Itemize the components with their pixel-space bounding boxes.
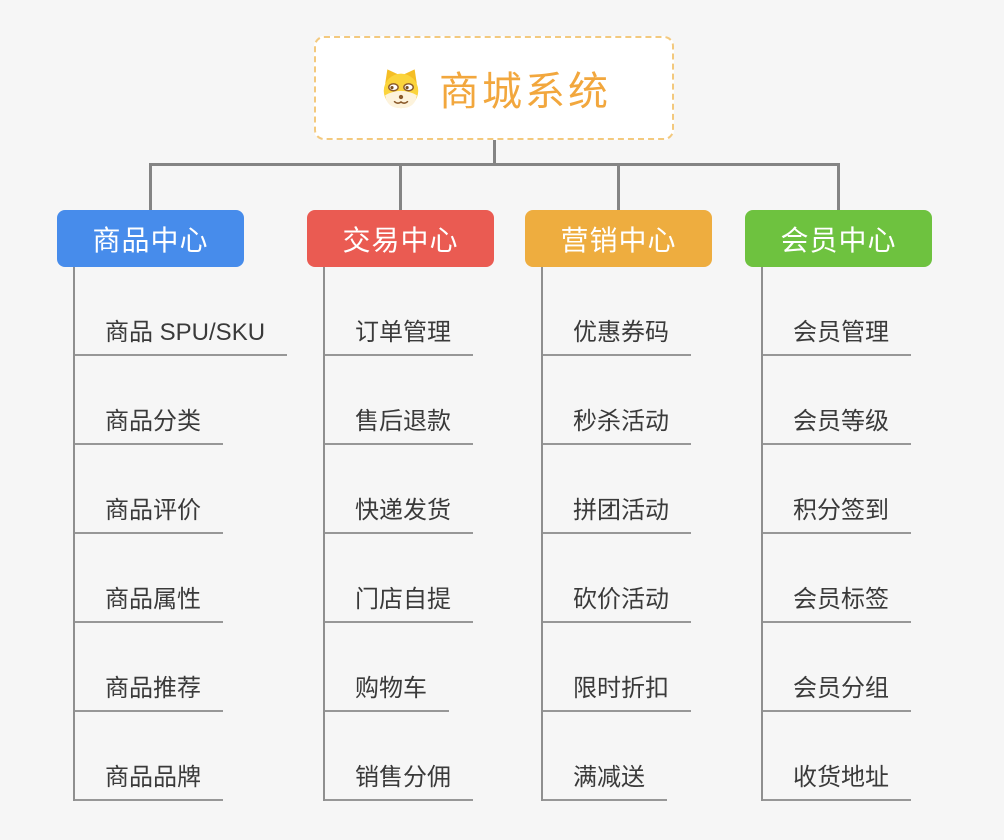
child-topic-label[interactable]: 积分签到: [763, 490, 911, 534]
child-topic-label[interactable]: 门店自提: [325, 579, 473, 623]
child-topic-label[interactable]: 商品品牌: [75, 757, 223, 801]
connector-drop-product: [149, 163, 152, 210]
root-topic[interactable]: 商城系统: [314, 36, 674, 140]
branch-box-member[interactable]: 会员中心: [745, 210, 932, 267]
child-topic-label[interactable]: 购物车: [325, 668, 449, 712]
child-topic: 限时折扣: [543, 623, 781, 712]
child-topic-label[interactable]: 商品属性: [75, 579, 223, 623]
branch-box-marketing[interactable]: 营销中心: [525, 210, 712, 267]
root-topic-title: 商城系统: [439, 70, 611, 114]
child-topic: 会员管理: [763, 267, 1001, 356]
child-topic: 门店自提: [325, 534, 563, 623]
child-topic-label[interactable]: 满减送: [543, 757, 667, 801]
child-topic: 会员分组: [763, 623, 1001, 712]
connector-drop-trade: [399, 163, 402, 210]
child-topic: 销售分佣: [325, 712, 563, 801]
child-topic: 秒杀活动: [543, 356, 781, 445]
child-topic-label[interactable]: 快递发货: [325, 490, 473, 534]
child-topic: 会员等级: [763, 356, 1001, 445]
child-topic-label[interactable]: 限时折扣: [543, 668, 691, 712]
branch-children-product: 商品 SPU/SKU 商品分类商品评价商品属性商品推荐商品品牌: [73, 267, 313, 801]
child-topic-label[interactable]: 售后退款: [325, 401, 473, 445]
branch-children-member: 会员管理会员等级积分签到会员标签会员分组收货地址: [761, 267, 1001, 801]
child-topic: 商品分类: [75, 356, 313, 445]
child-topic: 砍价活动: [543, 534, 781, 623]
branch-box-product[interactable]: 商品中心: [57, 210, 244, 267]
child-topic: 售后退款: [325, 356, 563, 445]
child-topic: 商品推荐: [75, 623, 313, 712]
child-topic: 拼团活动: [543, 445, 781, 534]
child-topic: 优惠券码: [543, 267, 781, 356]
child-topic-label[interactable]: 会员分组: [763, 668, 911, 712]
branch-children-marketing: 优惠券码秒杀活动拼团活动砍价活动限时折扣满减送: [541, 267, 781, 801]
child-topic: 商品评价: [75, 445, 313, 534]
child-topic-label[interactable]: 拼团活动: [543, 490, 691, 534]
child-topic-label[interactable]: 优惠券码: [543, 312, 691, 356]
child-topic-label[interactable]: 商品 SPU/SKU: [75, 312, 288, 356]
branch-children-trade: 订单管理售后退款快递发货门店自提购物车销售分佣: [323, 267, 563, 801]
child-topic: 购物车: [325, 623, 563, 712]
child-topic-label[interactable]: 会员管理: [763, 312, 911, 356]
child-topic: 收货地址: [763, 712, 1001, 801]
child-topic: 会员标签: [763, 534, 1001, 623]
child-topic-label[interactable]: 秒杀活动: [543, 401, 691, 445]
child-topic-label[interactable]: 会员等级: [763, 401, 911, 445]
child-topic: 满减送: [543, 712, 781, 801]
child-topic-label[interactable]: 会员标签: [763, 579, 911, 623]
child-topic-label[interactable]: 商品推荐: [75, 668, 223, 712]
child-topic: 商品品牌: [75, 712, 313, 801]
child-topic-label[interactable]: 收货地址: [763, 757, 911, 801]
child-topic-label[interactable]: 商品评价: [75, 490, 223, 534]
child-topic: 商品属性: [75, 534, 313, 623]
dog-face-icon: [383, 69, 419, 109]
child-topic: 商品 SPU/SKU: [75, 267, 313, 356]
child-topic: 订单管理: [325, 267, 563, 356]
child-topic-label[interactable]: 砍价活动: [543, 579, 691, 623]
child-topic-label[interactable]: 商品分类: [75, 401, 223, 445]
connector-drop-member: [837, 163, 840, 210]
child-topic-label[interactable]: 销售分佣: [325, 757, 473, 801]
connector-rail: [149, 163, 840, 166]
child-topic: 快递发货: [325, 445, 563, 534]
connector-drop-marketing: [617, 163, 620, 210]
connector-root-drop: [493, 140, 496, 166]
child-topic: 积分签到: [763, 445, 1001, 534]
child-topic-label[interactable]: 订单管理: [325, 312, 473, 356]
branch-box-trade[interactable]: 交易中心: [307, 210, 494, 267]
